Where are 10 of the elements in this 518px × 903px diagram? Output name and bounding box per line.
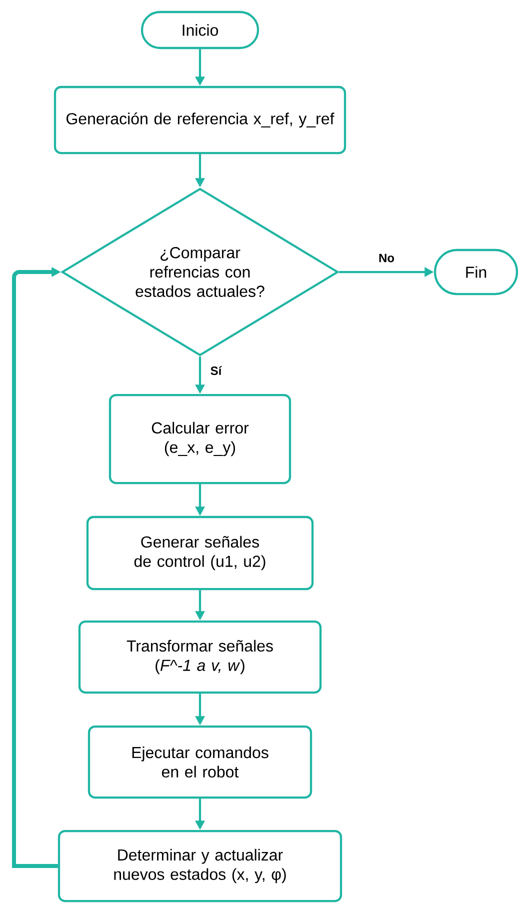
edge-label: No	[377, 252, 396, 264]
process-box: Transformar señales (F^-1 a v, w)	[78, 620, 322, 694]
terminal-box: Fin	[434, 248, 518, 296]
terminal-box: Inicio	[140, 10, 260, 50]
process-box: Calcular error (e_x, e_y)	[108, 394, 292, 484]
process-box: Generar señales de control (u1, u2)	[86, 516, 314, 590]
process-box: Determinar y actualizar nuevos estados (x, y, φ)	[58, 830, 342, 902]
process-box: Ejecutar comandos en el robot	[88, 725, 312, 799]
process-box: Generación de referencia x_ref, y_ref	[54, 86, 346, 154]
edge-label: Sí	[209, 364, 223, 376]
